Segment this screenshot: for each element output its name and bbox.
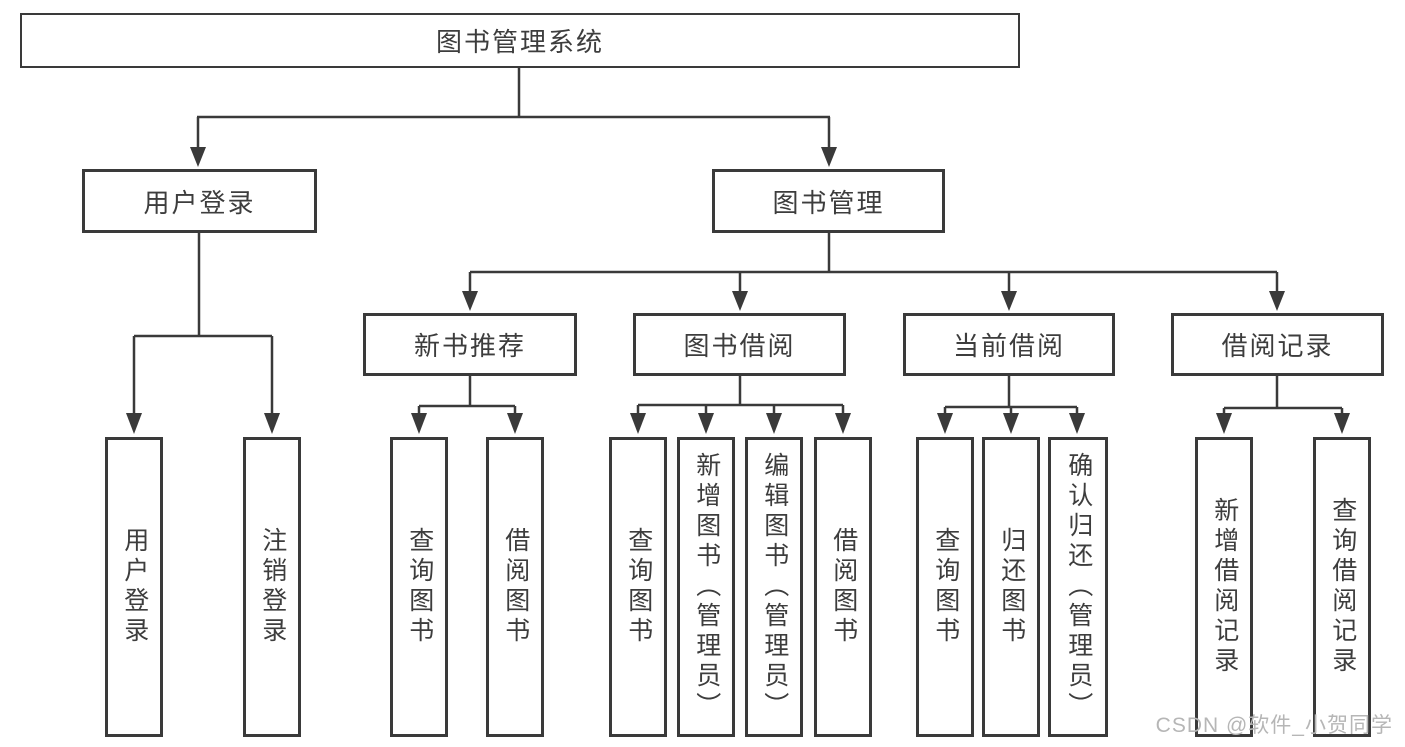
leaf-current-query-books-label: 查询图书 bbox=[931, 527, 960, 647]
node-user-login: 用户登录 bbox=[82, 169, 317, 233]
leaf-return-books: 归还图书 bbox=[982, 437, 1040, 737]
leaf-edit-books-admin-label: 编辑图书（管理员） bbox=[760, 452, 789, 722]
leaf-current-query-books: 查询图书 bbox=[916, 437, 974, 737]
leaf-borrowing-borrow-books-label: 借阅图书 bbox=[829, 527, 858, 647]
leaf-confirm-return-admin-label: 确认归还（管理员） bbox=[1064, 452, 1093, 722]
node-borrowing-records: 借阅记录 bbox=[1171, 313, 1384, 376]
node-root-library-system: 图书管理系统 bbox=[20, 13, 1020, 68]
leaf-add-borrow-record-label: 新增借阅记录 bbox=[1210, 497, 1239, 677]
leaf-recommend-query-books-label: 查询图书 bbox=[405, 527, 434, 647]
leaf-edit-books-admin: 编辑图书（管理员） bbox=[745, 437, 803, 737]
node-book-management: 图书管理 bbox=[712, 169, 945, 233]
leaf-query-borrow-record: 查询借阅记录 bbox=[1313, 437, 1371, 737]
node-new-book-recommend: 新书推荐 bbox=[363, 313, 577, 376]
leaf-recommend-borrow-books-label: 借阅图书 bbox=[501, 527, 530, 647]
leaf-add-borrow-record: 新增借阅记录 bbox=[1195, 437, 1253, 737]
leaf-logout: 注销登录 bbox=[243, 437, 301, 737]
leaf-confirm-return-admin: 确认归还（管理员） bbox=[1048, 437, 1108, 737]
node-book-borrowing: 图书借阅 bbox=[633, 313, 846, 376]
arrowhead-icons bbox=[126, 147, 1350, 434]
leaf-user-login-label: 用户登录 bbox=[120, 527, 149, 647]
node-current-borrowing: 当前借阅 bbox=[903, 313, 1115, 376]
leaf-add-books-admin: 新增图书（管理员） bbox=[677, 437, 735, 737]
leaf-borrowing-query-books: 查询图书 bbox=[609, 437, 667, 737]
leaf-borrowing-borrow-books: 借阅图书 bbox=[814, 437, 872, 737]
leaf-query-borrow-record-label: 查询借阅记录 bbox=[1328, 497, 1357, 677]
leaf-recommend-query-books: 查询图书 bbox=[390, 437, 448, 737]
leaf-recommend-borrow-books: 借阅图书 bbox=[486, 437, 544, 737]
leaf-add-books-admin-label: 新增图书（管理员） bbox=[692, 452, 721, 722]
leaf-return-books-label: 归还图书 bbox=[997, 527, 1026, 647]
leaf-logout-label: 注销登录 bbox=[258, 527, 287, 647]
leaf-user-login: 用户登录 bbox=[105, 437, 163, 737]
leaf-borrowing-query-books-label: 查询图书 bbox=[624, 527, 653, 647]
